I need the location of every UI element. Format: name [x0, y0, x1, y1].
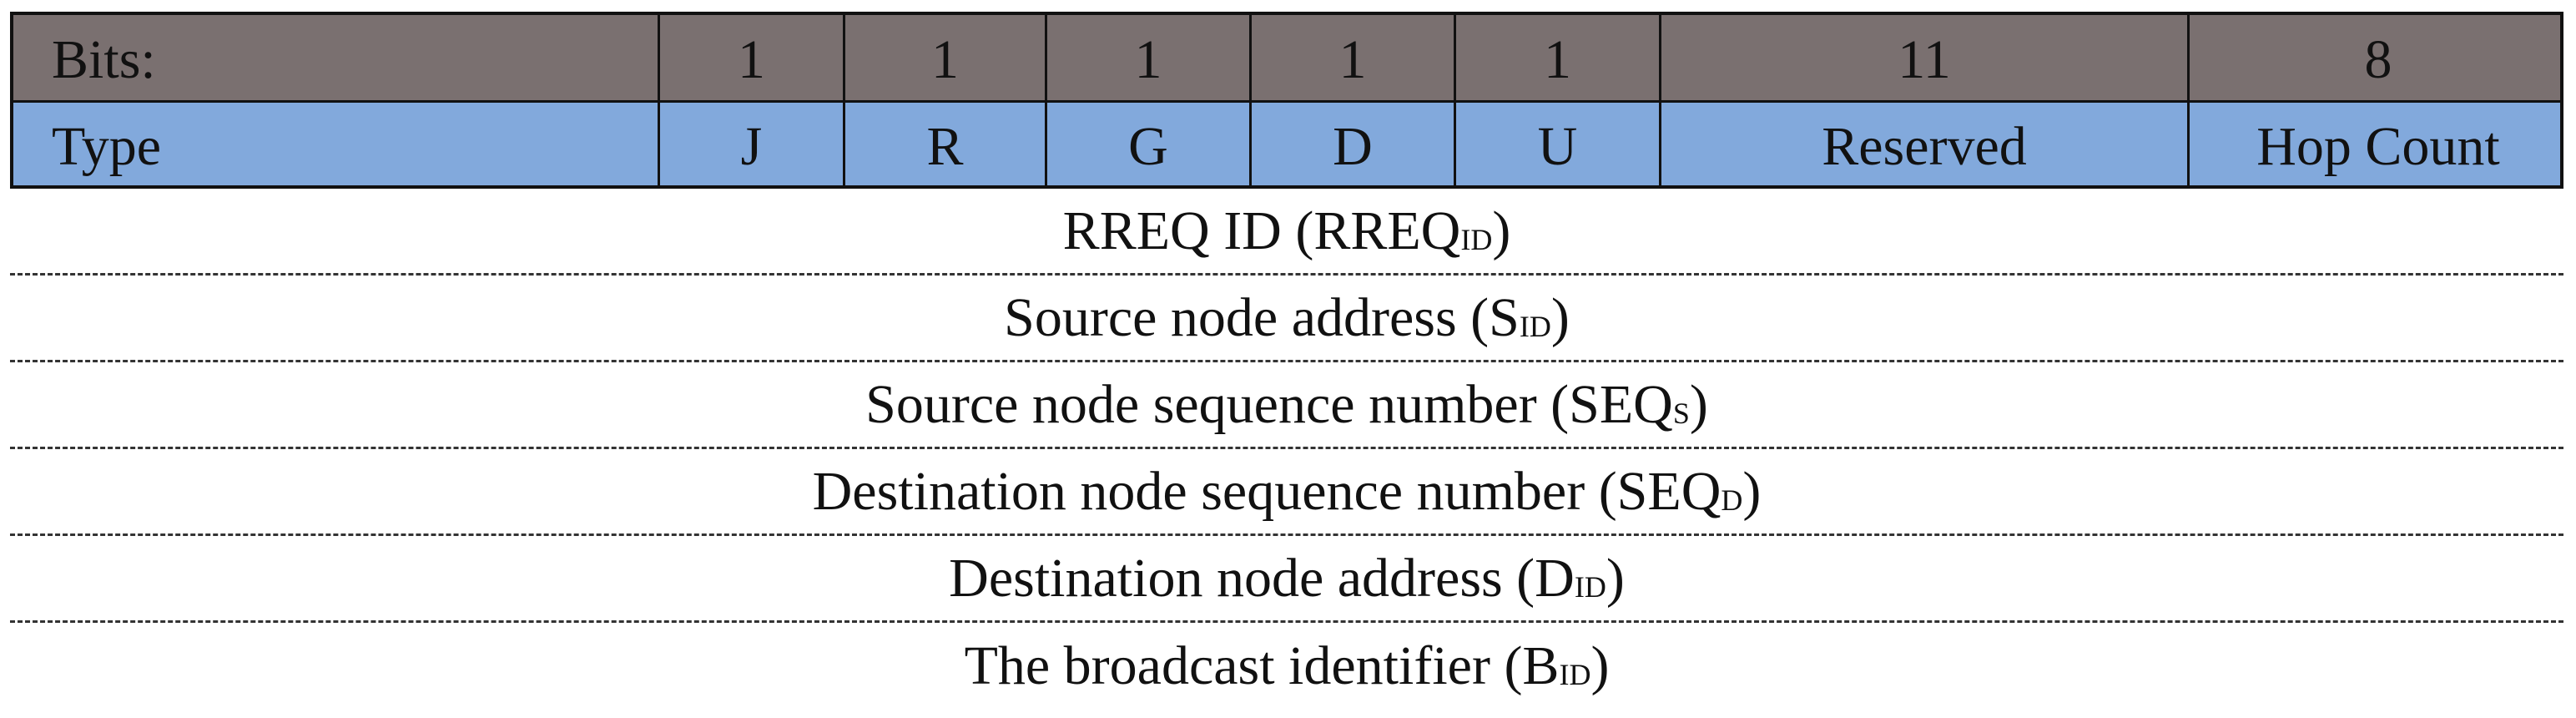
field-suffix: ): [1606, 547, 1625, 609]
bits-j-cell: 1: [658, 15, 843, 100]
field-subscript: ID: [1460, 222, 1493, 256]
field-label: RREQ ID (RREQ: [1062, 200, 1461, 261]
bits-d-cell: 1: [1249, 15, 1454, 100]
reserved-cell: Reserved: [1659, 103, 2187, 185]
field-suffix: ): [1742, 460, 1762, 522]
rreq-packet-format: Bits: 1 1 1 1 1 11 8 Type J R G D U Rese…: [10, 12, 2563, 710]
field-label: The broadcast identifier (B: [964, 635, 1560, 696]
field-label: Source node address (S: [1004, 286, 1520, 348]
field-name-row: Type J R G D U Reserved Hop Count: [10, 100, 2563, 189]
field-subscript: S: [1672, 396, 1690, 430]
bits-row: Bits: 1 1 1 1 1 11 8: [10, 12, 2563, 100]
g-flag-cell: G: [1045, 103, 1249, 185]
field-label: Destination node sequence number (SEQ: [812, 460, 1722, 522]
hop-count-cell: Hop Count: [2187, 103, 2567, 185]
bits-hop-count-cell: 8: [2187, 15, 2567, 100]
type-cell: Type: [52, 115, 162, 177]
field-subscript: D: [1721, 483, 1743, 517]
field-label: Destination node address (D: [949, 547, 1575, 609]
field-suffix: ): [1492, 200, 1511, 261]
bits-label-cell: Bits:: [52, 29, 156, 90]
field-suffix: ): [1550, 286, 1570, 348]
field-subscript: ID: [1519, 309, 1551, 343]
bits-u-cell: 1: [1454, 15, 1659, 100]
bits-g-cell: 1: [1045, 15, 1249, 100]
j-flag-cell: J: [658, 103, 843, 185]
bits-r-cell: 1: [843, 15, 1045, 100]
field-suffix: ): [1590, 635, 1610, 696]
field-subscript: ID: [1574, 569, 1606, 604]
d-flag-cell: D: [1249, 103, 1454, 185]
field-suffix: ): [1689, 373, 1708, 435]
bits-reserved-cell: 11: [1659, 15, 2187, 100]
field-label: Source node sequence number (SEQ: [865, 373, 1673, 435]
u-flag-cell: U: [1454, 103, 1659, 185]
r-flag-cell: R: [843, 103, 1045, 185]
field-subscript: ID: [1559, 658, 1591, 691]
